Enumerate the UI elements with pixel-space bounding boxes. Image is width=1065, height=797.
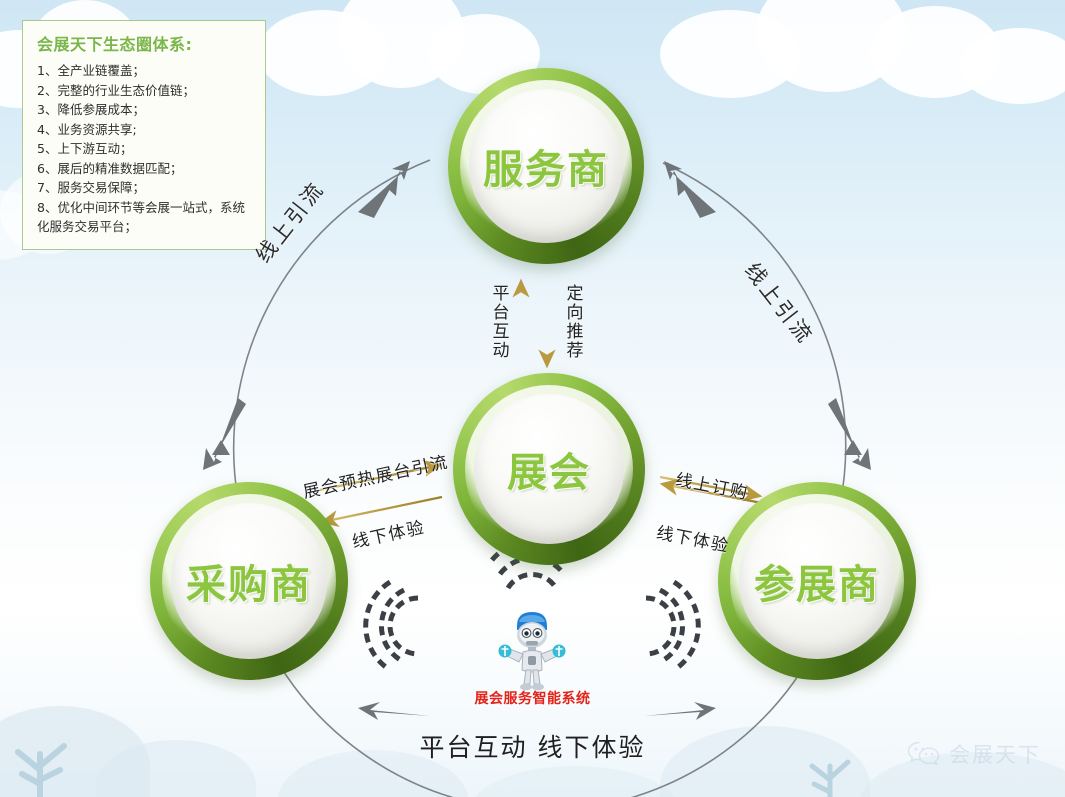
node-buyer[interactable]: 采购商 — [150, 482, 348, 680]
node-label: 参展商 — [754, 562, 880, 608]
arrow-down-right-gray — [828, 398, 871, 470]
link-label-online-ordering: 线上订购 — [673, 470, 751, 504]
gold-arrows-vertical — [512, 278, 556, 369]
legend-item: 8、优化中间环节等会展一站式，系统化服务交易平台； — [37, 199, 245, 235]
node-exhibitor[interactable]: 参展商 — [718, 482, 916, 680]
legend-box: 会展天下生态圈体系: 1、全产业链覆盖； 2、完整的行业生态价值链； 3、降低参… — [22, 20, 266, 250]
arc-label-bottom: 平台互动 线下体验 — [419, 733, 646, 762]
link-label-preheat-booth-traffic: 展会预热展台引流 — [301, 452, 451, 503]
legend-item: 3、降低参展成本； — [37, 102, 145, 117]
link-label-targeted-recommendation: 定向推荐 — [566, 284, 585, 361]
legend-item: 6、展后的精准数据匹配； — [37, 160, 183, 176]
node-face: 服务商 — [469, 89, 623, 243]
legend-list: 1、全产业链覆盖； 2、完整的行业生态价值链； 3、降低参展成本； 4、业务资源… — [37, 61, 253, 237]
watermark: 会展天下 — [907, 739, 1041, 769]
link-label-offline-experience-right: 线下体验 — [654, 523, 732, 557]
wechat-icon — [907, 741, 940, 766]
legend-title: 会展天下生态圈体系: — [37, 35, 193, 54]
legend-item: 7、服务交易保障； — [37, 180, 145, 195]
node-label: 展会 — [507, 450, 591, 496]
arrow-up-left-gray — [664, 161, 716, 218]
legend-item: 4、业务资源共享; — [37, 121, 137, 137]
bush-center-2 — [470, 766, 680, 797]
link-label-platform-interaction: 平台互动 — [492, 284, 511, 361]
signal-waves-left — [363, 579, 419, 673]
tree-icon-left — [15, 743, 67, 797]
arrow-up-right-gray — [358, 161, 410, 218]
legend-item: 1、全产业链覆盖； — [37, 63, 145, 78]
link-label-offline-experience-left: 线下体验 — [350, 517, 427, 553]
node-label: 采购商 — [186, 562, 312, 608]
robot-mascot — [497, 608, 567, 692]
arrow-down-left-gray — [203, 398, 246, 470]
legend-item: 5、上下游互动； — [37, 141, 133, 156]
node-label: 服务商 — [483, 147, 609, 193]
robot-caption: 展会服务智能系统 — [474, 691, 591, 707]
node-exhibition[interactable]: 展会 — [453, 373, 645, 565]
node-face: 参展商 — [739, 503, 895, 659]
node-face: 展会 — [474, 394, 624, 544]
arc-label-upper-right: 线上引流 — [739, 258, 818, 349]
node-face: 采购商 — [171, 503, 327, 659]
signal-waves-right — [645, 579, 701, 673]
watermark-text: 会展天下 — [949, 743, 1041, 767]
node-service-provider[interactable]: 服务商 — [448, 68, 644, 264]
legend-item: 2、完整的行业生态价值链； — [37, 82, 195, 98]
